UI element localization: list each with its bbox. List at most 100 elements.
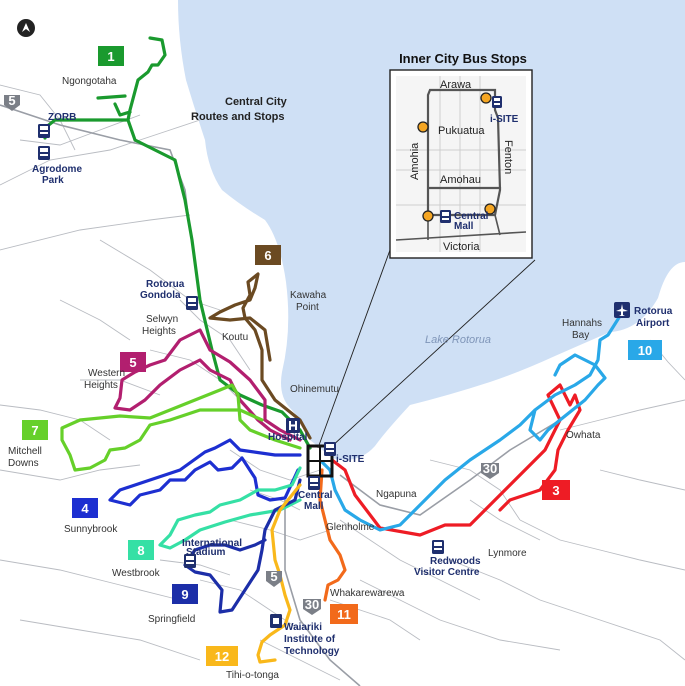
bus-stop-icon bbox=[38, 124, 50, 138]
highway-shield: 5 bbox=[266, 569, 282, 587]
route-12-line bbox=[256, 483, 302, 664]
svg-text:30: 30 bbox=[305, 597, 319, 612]
route-3-line bbox=[330, 383, 582, 537]
svg-text:5: 5 bbox=[8, 93, 15, 108]
inset-bus-stop bbox=[484, 203, 496, 215]
label-lynmore: Lynmore bbox=[488, 548, 527, 559]
route-badge-3[interactable]: 3 bbox=[542, 480, 570, 500]
inset-street-fenton: Fenton bbox=[502, 140, 514, 174]
route-badge-4[interactable]: 4 bbox=[72, 498, 98, 518]
label-springfield: Springfield bbox=[148, 614, 195, 625]
svg-text:7: 7 bbox=[31, 423, 38, 438]
route-badge-8[interactable]: 8 bbox=[128, 540, 154, 560]
route-badge-6[interactable]: 6 bbox=[255, 245, 281, 265]
label-ohinemutu: Ohinemutu bbox=[290, 384, 339, 395]
svg-text:1: 1 bbox=[107, 49, 114, 64]
route-badge-1[interactable]: 1 bbox=[98, 46, 124, 66]
route-badge-11[interactable]: 11 bbox=[330, 604, 358, 624]
svg-text:4: 4 bbox=[81, 501, 89, 516]
inset-minor-streets bbox=[396, 76, 526, 252]
inset-street-amohia: Amohia bbox=[409, 142, 421, 180]
label-gondola-2: Gondola bbox=[140, 290, 181, 301]
label-whakarewarewa: Whakarewarewa bbox=[330, 588, 405, 599]
svg-text:11: 11 bbox=[337, 607, 351, 622]
highway-shield: 30 bbox=[303, 597, 321, 615]
bus-stop-icon bbox=[186, 296, 198, 310]
route-9-line bbox=[183, 478, 302, 614]
svg-text:5: 5 bbox=[270, 569, 277, 584]
route-10-line bbox=[320, 314, 622, 532]
route-6-line bbox=[208, 272, 312, 440]
route-badge-7[interactable]: 7 bbox=[22, 420, 48, 440]
label-waiariki-1: Waiariki bbox=[284, 622, 322, 633]
inset-bus-stop bbox=[480, 92, 492, 104]
inset-callout-lines bbox=[317, 249, 536, 449]
label-glenholme: Glenholme bbox=[326, 522, 375, 533]
label-gondola-1: Rotorua bbox=[146, 279, 185, 290]
label-mitchell-2: Downs bbox=[8, 458, 39, 469]
label-agrodome-1: Agrodome bbox=[32, 164, 82, 175]
label-isite: i-SITE bbox=[336, 454, 365, 465]
route-badge-10[interactable]: 10 bbox=[628, 340, 662, 360]
bus-stop-icon bbox=[184, 554, 196, 568]
label-central-2: Mall bbox=[304, 501, 324, 512]
svg-text:9: 9 bbox=[181, 587, 188, 602]
label-central-1: Central bbox=[298, 490, 333, 501]
label-kawaha-1: Kawaha bbox=[290, 290, 327, 301]
inset-mall-label-2: Mall bbox=[454, 221, 474, 232]
label-mitchell-1: Mitchell bbox=[8, 446, 42, 457]
label-hannahs-2: Bay bbox=[572, 330, 589, 341]
inner-city-inset: Inner City Bus Stops Arawa Pukuatua Amoh… bbox=[389, 51, 533, 259]
education-icon bbox=[270, 614, 282, 628]
route-8-line bbox=[158, 466, 302, 550]
label-redwoods-2: Visitor Centre bbox=[414, 567, 480, 578]
label-westbrook: Westbrook bbox=[112, 568, 161, 579]
label-stadium-2: Stadium bbox=[186, 547, 226, 558]
route-badge-9[interactable]: 9 bbox=[172, 584, 198, 604]
label-zorb: ZORB bbox=[48, 112, 76, 123]
route-badge-5[interactable]: 5 bbox=[120, 352, 146, 372]
label-stadium-1: International bbox=[182, 538, 242, 549]
label-airport-1: Rotorua bbox=[634, 306, 673, 317]
svg-text:8: 8 bbox=[137, 543, 144, 558]
route-badge-12[interactable]: 12 bbox=[206, 646, 238, 666]
label-agrodome-2: Park bbox=[42, 175, 64, 186]
hospital-icon bbox=[286, 418, 300, 433]
highway-shield: 30 bbox=[481, 461, 499, 479]
svg-text:12: 12 bbox=[215, 649, 229, 664]
route-11-line bbox=[318, 468, 347, 602]
lake-label: Lake Rotorua bbox=[425, 334, 491, 346]
highway-shield: 5 bbox=[4, 93, 20, 111]
label-owhata: Owhata bbox=[566, 430, 601, 441]
label-koutu: Koutu bbox=[222, 332, 248, 343]
route-5-line bbox=[113, 328, 302, 442]
label-hospital: Hospital bbox=[268, 432, 308, 443]
inset-mall-label-1: Central bbox=[454, 211, 489, 222]
inner-city-box-divider bbox=[308, 446, 332, 476]
label-western-2: Heights bbox=[84, 380, 118, 391]
label-hannahs-1: Hannahs bbox=[562, 318, 602, 329]
highway-5-road bbox=[0, 104, 191, 231]
route-4-line bbox=[108, 438, 302, 507]
label-airport-2: Airport bbox=[636, 318, 670, 329]
svg-text:5: 5 bbox=[129, 355, 136, 370]
inset-street-amohau: Amohau bbox=[440, 174, 481, 186]
label-ngongotaha: Ngongotaha bbox=[62, 76, 117, 87]
inset-map-area bbox=[396, 76, 526, 252]
inset-isite-icon bbox=[492, 96, 502, 108]
inset-isite-label: i-SITE bbox=[490, 114, 519, 125]
inset-victoria-street bbox=[395, 231, 527, 241]
bus-stop-icon bbox=[38, 146, 50, 160]
label-western-1: Western bbox=[88, 368, 125, 379]
label-waiariki-3: Technology bbox=[284, 646, 340, 657]
route-1-branch bbox=[96, 94, 132, 117]
label-ngapuna: Ngapuna bbox=[376, 489, 417, 500]
label-kawaha-2: Point bbox=[296, 302, 319, 313]
highway-30-road bbox=[339, 419, 561, 516]
inset-street-victoria: Victoria bbox=[443, 241, 480, 253]
route-7-line bbox=[60, 383, 302, 472]
central-title-2: Routes and Stops bbox=[191, 111, 285, 123]
inset-mall-icon bbox=[440, 210, 451, 223]
airport-icon bbox=[614, 302, 630, 318]
label-selwyn-1: Selwyn bbox=[146, 314, 178, 325]
